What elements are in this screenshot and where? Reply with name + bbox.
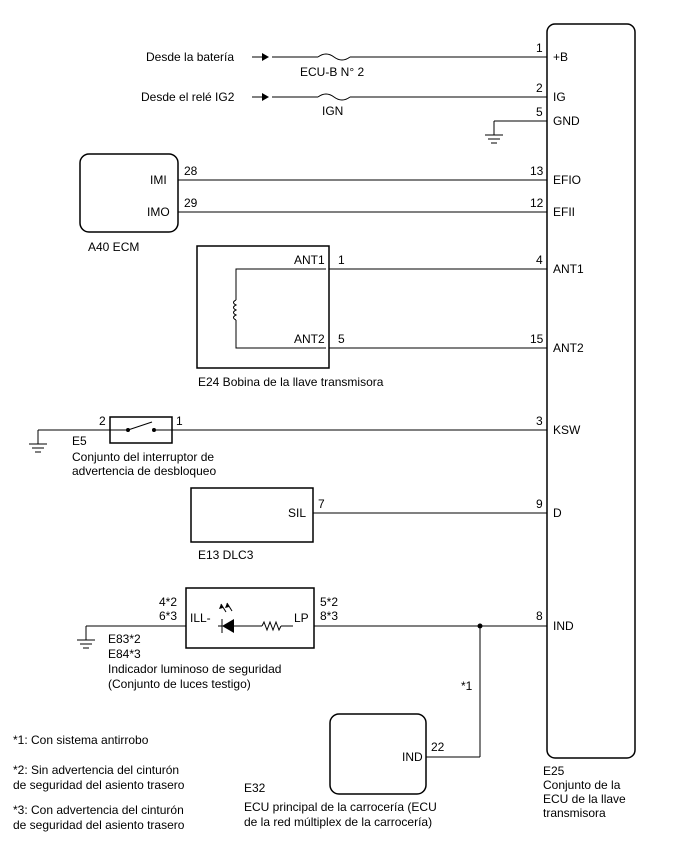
pin-1-num: 1 [536, 41, 543, 55]
transponder-coil: ANT1 ANT2 E24 Bobina de la llave transmi… [196, 245, 584, 389]
fuse-ecub-label: ECU-B N° 2 [300, 65, 364, 79]
ecu-e25-box [546, 23, 636, 759]
ground-icon [29, 443, 47, 453]
led-icon [219, 602, 234, 633]
ecu-e25-name-1: Conjunto de la [543, 778, 621, 792]
coil-ant2-num: 5 [338, 332, 345, 346]
pin-ant1-label: ANT1 [553, 262, 584, 276]
pin-8-num: 8 [536, 609, 543, 623]
body-ecu-name-1: ECU principal de la carrocería (ECU [244, 800, 437, 814]
note-2-line-1: *2: Sin advertencia del cinturón [13, 763, 179, 777]
pin-ind-label: IND [553, 619, 574, 633]
ecu-e25-name-2: ECU de la llave [543, 792, 626, 806]
ecm-imi-num: 28 [184, 164, 198, 178]
dlc-pin-num: 7 [318, 497, 325, 511]
arrow-icon [262, 53, 269, 61]
pin-b-label: +B [553, 50, 568, 64]
pin-efio-label: EFIO [553, 173, 581, 187]
body-ecu-name-2: de la red múltiplex de la carrocería) [244, 815, 432, 829]
indicator-code-2: E84*3 [108, 647, 141, 661]
ecm-imo-pin: IMO [147, 205, 170, 219]
arrow-icon [262, 93, 269, 101]
pin-12-num: 12 [530, 196, 544, 210]
body-ecu-box [329, 713, 427, 795]
note-2-line-2: de seguridad del asiento trasero [13, 778, 185, 792]
ecm-label: A40 ECM [88, 240, 139, 254]
unlock-warning-switch: 2 1 E5 Conjunto del interruptor de adver… [29, 414, 581, 478]
ground-icon [485, 134, 503, 144]
dlc-label: E13 DLC3 [198, 548, 254, 562]
pin-4-num: 4 [536, 253, 543, 267]
switch-name-1: Conjunto del interruptor de [72, 450, 214, 464]
note-3-line-1: *3: Con advertencia del cinturón [13, 803, 184, 817]
indicator-left-num-2: 6*3 [159, 609, 177, 623]
indicator-left-num-1: 4*2 [159, 595, 177, 609]
indicator-right-num-2: 8*3 [320, 609, 338, 623]
coil-ant1-pin: ANT1 [294, 253, 325, 267]
coil-ant2-pin: ANT2 [294, 332, 325, 346]
security-indicator: ILL- LP 4*2 6*3 5*2 8*3 E83*2 E84*3 Indi… [77, 587, 574, 691]
switch-pin-a: 2 [99, 414, 106, 428]
pin-3-num: 3 [536, 414, 543, 428]
switch-code: E5 [72, 434, 87, 448]
coil-ant1-num: 1 [338, 253, 345, 267]
main-body-ecu: *1 IND 22 E32 ECU principal de la carroc… [244, 626, 481, 829]
indicator-name-2: (Conjunto de luces testigo) [108, 677, 251, 691]
pin-2-num: 2 [536, 81, 543, 95]
fuse-icon [317, 53, 351, 61]
indicator-lp-pin: LP [294, 611, 309, 625]
body-ecu-note: *1 [461, 679, 473, 693]
ground-icon [77, 639, 95, 649]
switch-name-2: advertencia de desbloqueo [72, 464, 216, 478]
indicator-right-num-1: 5*2 [320, 595, 338, 609]
note-3-line-2: de seguridad del asiento trasero [13, 818, 185, 832]
ig-circuit: Desde el relé IG2 IGN 2 IG [141, 81, 566, 118]
dlc3: SIL 7 E13 DLC3 9 D [190, 487, 562, 562]
gnd-circuit: 5 GND [485, 105, 580, 144]
pin-13-num: 13 [530, 164, 544, 178]
footnotes: *1: Con sistema antirrobo *2: Sin advert… [13, 733, 185, 832]
resistor-icon [261, 620, 282, 632]
indicator-code-1: E83*2 [108, 632, 141, 646]
pin-ant2-label: ANT2 [553, 341, 584, 355]
indicator-ill-pin: ILL- [190, 611, 211, 625]
note-1: *1: Con sistema antirrobo [13, 733, 149, 747]
pin-d-label: D [553, 506, 562, 520]
pin-ig-label: IG [553, 90, 566, 104]
fuse-ign-label: IGN [322, 104, 343, 118]
pin-15-num: 15 [530, 332, 544, 346]
ecm-imo-num: 29 [184, 196, 198, 210]
dlc-box [190, 487, 314, 543]
ecm: IMI IMO A40 ECM 28 29 13 EFIO 12 EFII [79, 153, 581, 254]
transponder-key-ecu: E25 Conjunto de la ECU de la llave trans… [543, 23, 636, 820]
source-ig2: Desde el relé IG2 [141, 90, 235, 104]
switch-icon [110, 421, 172, 432]
body-ecu-ind-pin: IND [402, 750, 423, 764]
pin-efii-label: EFII [553, 205, 575, 219]
indicator-box [185, 587, 315, 649]
indicator-name-1: Indicador luminoso de seguridad [108, 662, 281, 676]
ecu-e25-code: E25 [543, 764, 565, 778]
ecm-imi-pin: IMI [150, 173, 167, 187]
fuse-icon [317, 93, 351, 101]
switch-pin-b: 1 [176, 414, 183, 428]
pin-gnd-label: GND [553, 114, 580, 128]
ecm-box [79, 153, 179, 233]
pin-5-num: 5 [536, 105, 543, 119]
battery-circuit: Desde la batería ECU-B N° 2 1 +B [146, 41, 568, 79]
source-battery: Desde la batería [146, 50, 234, 64]
coil-icon [233, 299, 238, 321]
dlc-sil-pin: SIL [288, 506, 306, 520]
body-ecu-code: E32 [244, 781, 266, 795]
ecu-e25-name-3: transmisora [543, 806, 606, 820]
pin-9-num: 9 [536, 497, 543, 511]
body-ecu-pin-num: 22 [431, 740, 445, 754]
coil-label: E24 Bobina de la llave transmisora [198, 375, 384, 389]
pin-ksw-label: KSW [553, 423, 581, 437]
